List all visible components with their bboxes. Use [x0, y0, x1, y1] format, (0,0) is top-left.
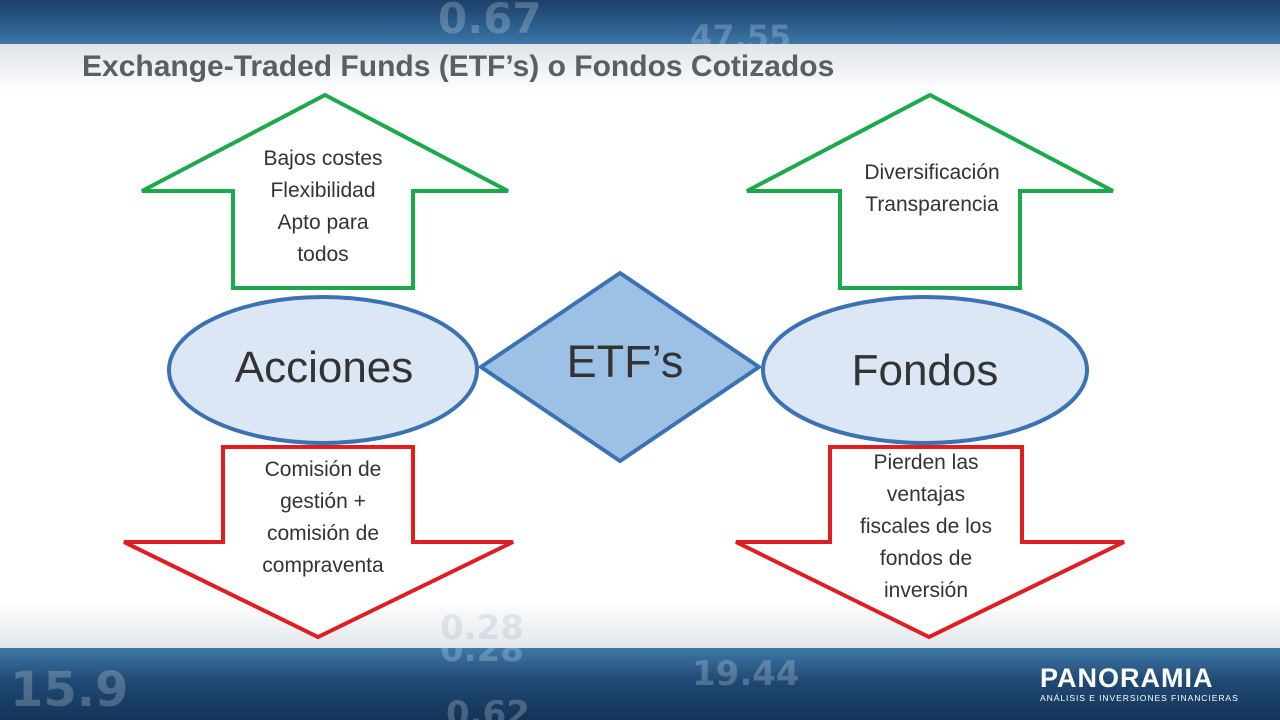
up-arrow-left [141, 92, 509, 290]
down-arrow-right [735, 445, 1125, 640]
text-line: ventajas [886, 483, 966, 506]
text-line: fondos de [879, 547, 973, 570]
text-line: todos [297, 243, 349, 266]
text-line: Diversificación [864, 161, 1000, 184]
up-right-text: Diversificación Transparencia [840, 157, 1024, 221]
ticker-number: 19.44 [692, 654, 800, 694]
text-line: comisión de [266, 522, 380, 545]
ticker-number: 47.55 [690, 18, 792, 44]
logo-tagline: ANÁLISIS E INVERSIONES FINANCIERAS [1040, 693, 1239, 703]
text-line: Comisión de [264, 458, 382, 481]
down-left-text: Comisión de gestión + comisión de compra… [233, 454, 413, 582]
text-line: compraventa [262, 554, 384, 577]
up-left-text: Bajos costes Flexibilidad Apto para todo… [233, 143, 413, 271]
slide-title: Exchange-Traded Funds (ETF’s) o Fondos C… [82, 50, 835, 83]
text-line: Pierden las [873, 451, 979, 474]
ticker-ghost: 0.28 [440, 608, 524, 648]
text-line: Apto para [277, 211, 369, 234]
header-band: 0.67 47.55 [0, 0, 1280, 44]
ticker-number: 0.28 [440, 648, 524, 670]
down-right-text: Pierden las ventajas fiscales de los fon… [830, 447, 1022, 607]
footer-band: 15.9 0.28 19.44 0.62 [0, 648, 1280, 720]
fondos-label: Fondos [851, 346, 999, 395]
etf-label: ETF’s [566, 336, 684, 387]
acciones-label: Acciones [234, 343, 414, 392]
acciones-node [167, 295, 479, 445]
ticker-number: 15.9 [10, 662, 129, 718]
text-line: Flexibilidad [270, 179, 376, 202]
etf-diamond [477, 270, 763, 464]
panoramia-logo: PANORAMIA ANÁLISIS E INVERSIONES FINANCI… [1040, 664, 1255, 704]
up-arrow-right [746, 92, 1114, 290]
down-arrow-left [123, 445, 514, 640]
ticker-number: 0.67 [438, 0, 542, 43]
fondos-node [761, 295, 1089, 445]
logo-name: PANORAMIA [1040, 663, 1214, 693]
text-line: Bajos costes [263, 147, 383, 170]
text-line: Transparencia [865, 193, 999, 216]
text-line: inversión [883, 579, 969, 602]
text-line: fiscales de los [860, 515, 992, 538]
text-line: gestión + [280, 490, 366, 513]
ticker-number: 0.62 [446, 694, 530, 720]
